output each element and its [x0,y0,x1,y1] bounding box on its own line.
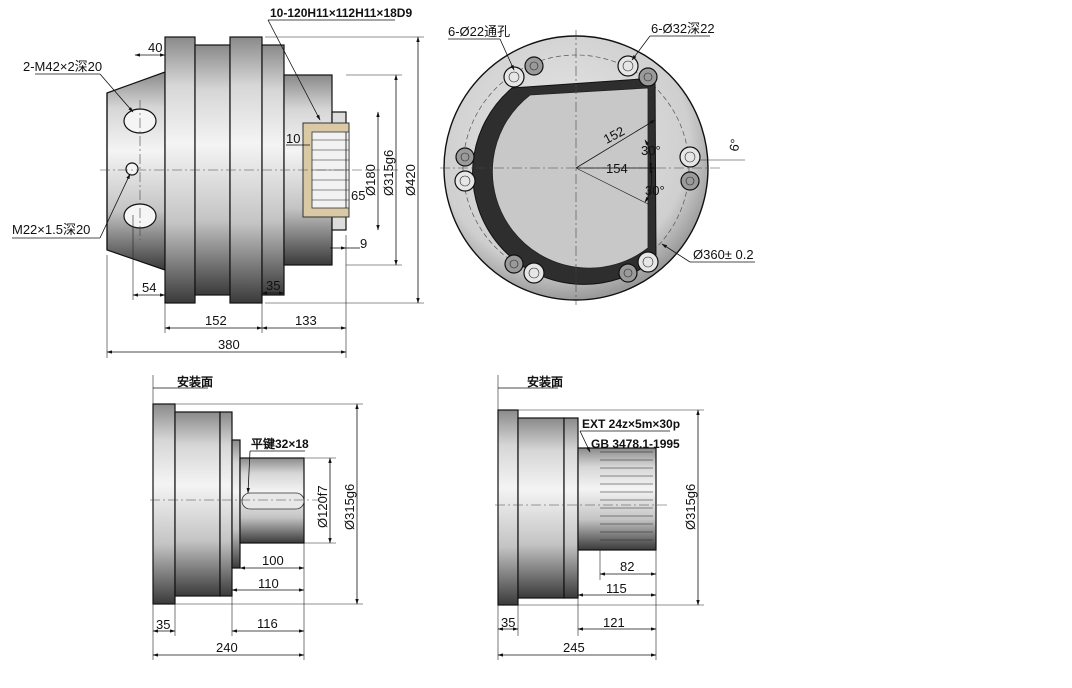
spline-spec-2: GB 3478.1-1995 [591,437,680,451]
keyed-shaft-view: 安装面 平键32×18 Ø120f7 Ø315g6 100 110 116 35… [150,374,363,660]
dim-35: 35 [266,278,280,293]
dim-315: Ø315g6 [381,150,396,196]
dim-115: 115 [606,581,627,596]
dim-120: Ø120f7 [315,485,330,528]
internal-spline-spec: 10-120H11×112H11×18D9 [270,6,412,20]
dim-35-right: 35 [501,615,515,630]
dim-180: Ø180 [363,164,378,196]
holes-through: 6-Ø22通孔 [448,24,510,39]
thread-2-m42: 2-M42×2深20 [23,59,102,74]
bolt-holes [454,55,701,284]
m22-port-icon [125,162,139,176]
dim-245: 245 [563,640,585,655]
thread-m22: M22×1.5深20 [12,222,90,237]
dim-110: 110 [258,576,279,591]
dim-380: 380 [218,337,240,352]
dim-240: 240 [216,640,238,655]
dim-420: Ø420 [403,164,418,196]
angle-30-upper: 30° [641,143,661,158]
holes-counterbore: 6-Ø32深22 [651,21,715,36]
dim-65: 65 [351,188,365,203]
mount-face-right: 安装面 [527,374,563,389]
dim-116: 116 [257,616,278,631]
front-end-view: 6-Ø22通孔 6-Ø32深22 152 154 30° 30° 6° Ø360… [425,21,755,327]
dim-315-left: Ø315g6 [342,484,357,530]
dim-100: 100 [262,553,284,568]
dim-315-right: Ø315g6 [683,484,698,530]
dim-152: 152 [205,313,227,328]
dim-40: 40 [148,40,162,55]
spline-spec-1: EXT 24z×5m×30p [582,417,680,431]
dim-121: 121 [603,615,625,630]
dim-133: 133 [295,313,317,328]
dim-9: 9 [360,236,367,251]
dim-54: 54 [142,280,156,295]
angle-30-lower: 30° [645,183,665,198]
dim-82: 82 [620,559,634,574]
key-spec: 平键32×18 [251,436,309,451]
angle-6: 6° [726,138,743,153]
dim-35-left: 35 [156,617,170,632]
dim-10: 10 [286,131,300,146]
pcd-360: Ø360± 0.2 [693,247,754,262]
top-side-view: 40 2-M42×2深20 M22×1.5深20 10-120H11×112H1… [12,6,424,358]
dim-154-front: 154 [606,161,628,176]
spline-shaft [577,447,657,551]
keyway [241,492,305,510]
spline-shaft-view: 安装面 EXT 24z×5m×30p GB 3478.1-1995 Ø315g6… [495,374,704,660]
mount-face-left: 安装面 [177,374,213,389]
